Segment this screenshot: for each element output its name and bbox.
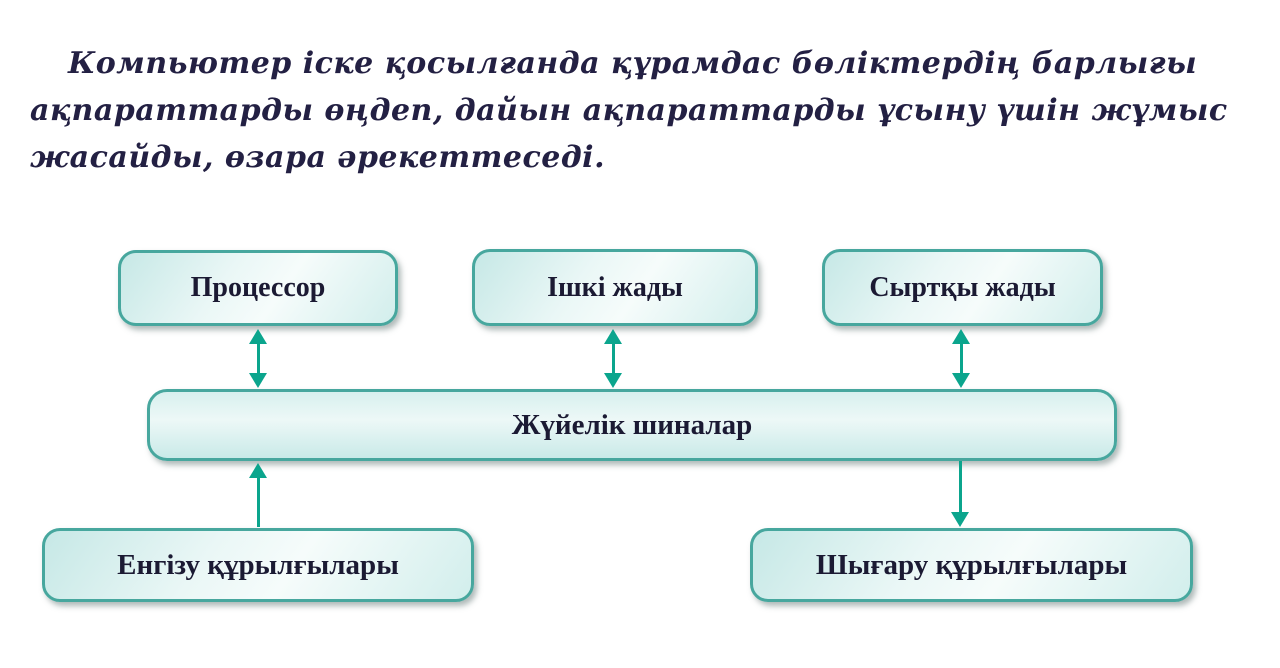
arrow-shaft [959,344,963,373]
arrow-input-devices-bus-icon [248,463,268,527]
arrow-shaft [958,461,962,512]
node-system-bus-label: Жүйелік шиналар [511,408,753,441]
intro-line-2: ақпараттарды өңдеп, дайын ақпараттарды ұ… [30,93,1228,128]
node-processor: Процессор [118,250,398,326]
node-external-memory: Сыртқы жады [822,249,1103,326]
arrowhead-up-icon [604,329,622,344]
arrowhead-down-icon [249,373,267,388]
node-input-devices: Енгізу құрылғылары [42,528,474,602]
node-internal-memory-label: Ішкі жады [547,271,683,303]
node-output-devices-label: Шығару құрылғылары [815,548,1128,581]
arrow-shaft [256,478,260,527]
node-internal-memory: Ішкі жады [472,249,758,326]
node-external-memory-label: Сыртқы жады [869,271,1056,303]
arrow-internal-memory-bus-icon [603,329,623,388]
arrowhead-down-icon [951,512,969,527]
node-output-devices: Шығару құрылғылары [750,528,1193,602]
node-processor-label: Процессор [190,272,326,303]
arrowhead-up-icon [249,463,267,478]
arrow-shaft [256,344,260,373]
node-system-bus: Жүйелік шиналар [147,389,1117,461]
node-input-devices-label: Енгізу құрылғылары [117,548,399,581]
arrow-bus-output-devices-icon [950,461,970,527]
arrowhead-down-icon [952,373,970,388]
arrowhead-up-icon [249,329,267,344]
arrow-processor-bus-icon [248,329,268,388]
intro-line-1: Компьютер іске қосылғанда құрамдас бөлік… [68,46,1198,81]
arrowhead-down-icon [604,373,622,388]
arrow-shaft [611,344,615,373]
arrowhead-up-icon [952,329,970,344]
intro-paragraph: Компьютер іске қосылғанда құрамдас бөлік… [30,40,1228,181]
arrow-external-memory-bus-icon [951,329,971,388]
intro-line-3: жасайды, өзара әрекеттеседі. [30,140,606,175]
